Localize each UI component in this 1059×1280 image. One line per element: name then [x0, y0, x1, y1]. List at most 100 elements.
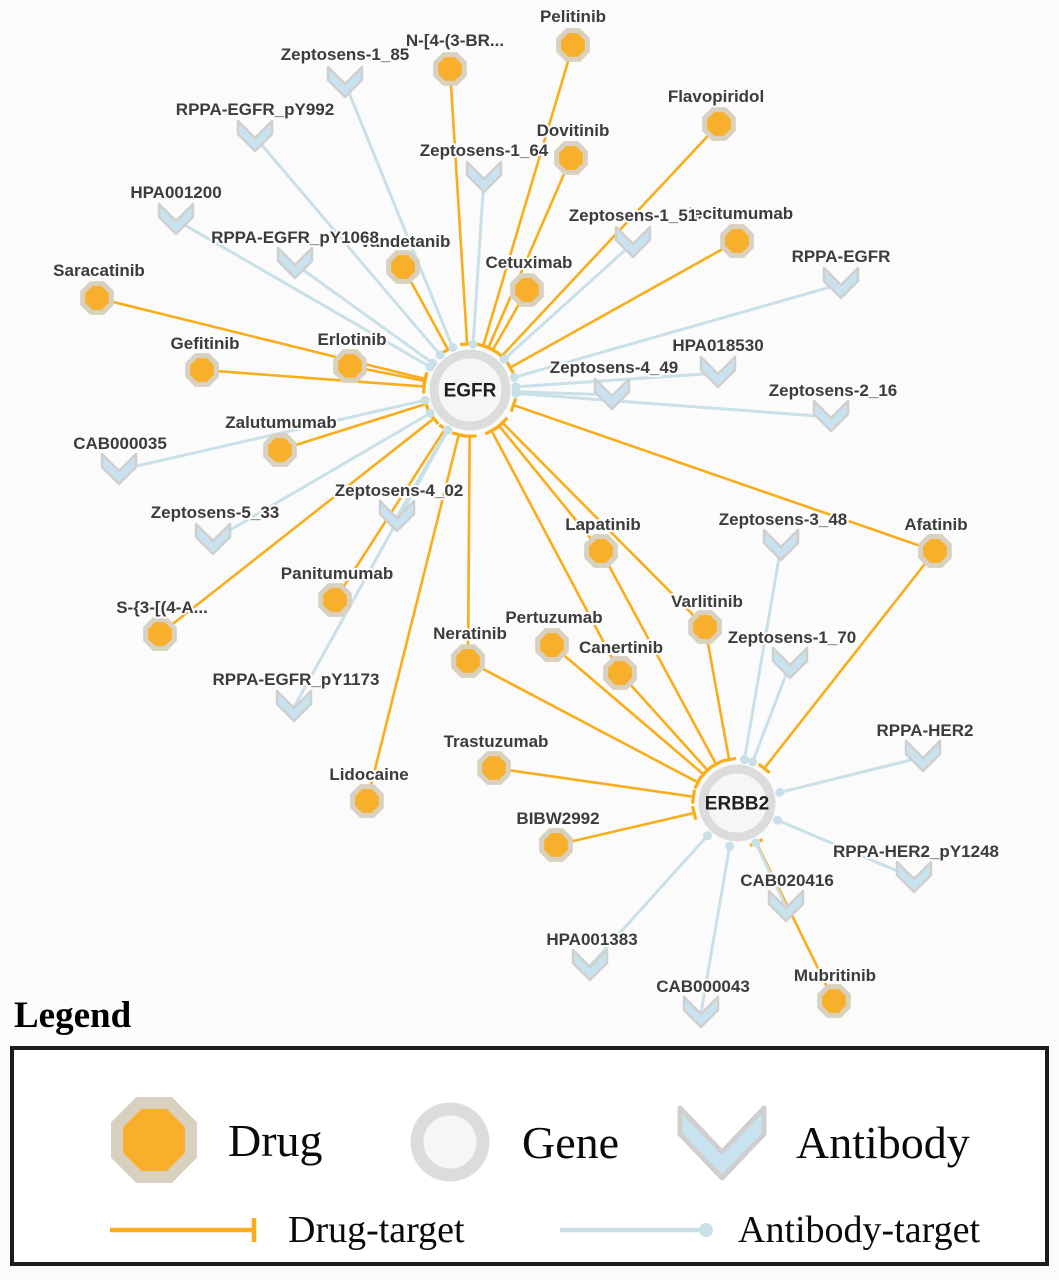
antibody-target-edge [175, 218, 431, 369]
antibody-chevron [378, 499, 416, 533]
drug-node-mubritinib [817, 984, 851, 1018]
antibody-target-dot [725, 841, 735, 851]
drug-node-trastuzumab [477, 751, 511, 785]
drug-octagon [702, 107, 736, 141]
node-label: Lapatinib [565, 515, 641, 534]
node-label: RPPA-HER2 [877, 721, 974, 740]
drug-octagon [584, 534, 618, 568]
drug-octagon [535, 628, 569, 662]
antibody-node-zeptosens-1-85 [326, 65, 364, 99]
drug-target-edge [201, 368, 425, 388]
drug-node-pertuzumab [535, 628, 569, 662]
antibody-chevron [571, 948, 609, 982]
drug-target-edge [159, 417, 435, 636]
antibody-node-rppa-her2 [904, 739, 942, 773]
drug-node-dovitinib [554, 141, 588, 175]
drug-node-varlitinib [688, 610, 722, 644]
drug-node-canertinib [603, 656, 637, 690]
antibody-target-dot [509, 372, 519, 382]
drug-octagon [318, 583, 352, 617]
node-label: Canertinib [579, 638, 663, 657]
drug-target-edge [509, 239, 738, 369]
node-label: Trastuzumab [444, 732, 549, 751]
gene-label: ERBB2 [705, 794, 769, 815]
node-label: Pelitinib [540, 7, 606, 26]
node-label: HPA001383 [546, 930, 637, 949]
antibody-chevron [614, 225, 652, 259]
legend-item-antibody: Antibody [674, 1100, 970, 1184]
antibody-chevron [762, 528, 800, 562]
antibody-chevron [157, 202, 195, 236]
antibody-chevron [194, 522, 232, 556]
drug-node-s3-4a [143, 617, 177, 651]
antibody-chevron [236, 119, 274, 153]
drug-octagon [556, 28, 590, 62]
gene-circle [698, 764, 776, 842]
drug-target-tee [721, 756, 737, 763]
drug-node-saracatinib [80, 281, 114, 315]
antibody-node-rppa-egfr [822, 266, 860, 300]
drug-node-neratinib [451, 644, 485, 678]
drug-node-afatinib [918, 534, 952, 568]
antibody-chevron [812, 399, 850, 433]
drug-octagon [386, 250, 420, 284]
legend-item-antibody-target: Antibody-target [554, 1208, 980, 1252]
antibody-target-edge [751, 663, 792, 763]
legend-item-gene: Gene [404, 1096, 619, 1188]
antibody-target-edge [503, 241, 635, 361]
gene-node-egfr: EGFR [429, 349, 511, 431]
drug-target-edge [703, 626, 731, 760]
antibody-target-dot [443, 425, 453, 435]
node-label: CAB000035 [73, 434, 167, 453]
drug-octagon [263, 433, 297, 467]
antibody-target-edge [742, 545, 783, 760]
antibody-target-dot [748, 757, 758, 767]
drug-octagon [80, 281, 114, 315]
antibody-node-rppa-egfr-py992 [236, 119, 274, 153]
drug-node-vandetanib [386, 250, 420, 284]
drug-target-edge [448, 68, 469, 345]
antibody-node-zeptosens-4-49 [593, 377, 631, 411]
gene-node-erbb2: ERBB2 [698, 764, 776, 842]
drug-octagon [554, 141, 588, 175]
antibody-node-rppa-egfr-py1173 [275, 689, 313, 723]
antibody-target-edge [588, 834, 709, 968]
antibody-node-zeptosens-1-51 [614, 225, 652, 259]
node-label: Necitumumab [681, 204, 793, 223]
drug-target-edge [493, 766, 694, 799]
drug-target-tee [757, 762, 771, 774]
drug-node-cetuximab [510, 273, 544, 307]
antibody-target-edge [776, 818, 915, 880]
node-label: N-[4-(3-BR... [406, 31, 504, 50]
antibody-node-hpa001200 [157, 202, 195, 236]
antibody-target-edge [294, 262, 434, 365]
antibody-node-cab000043 [682, 995, 720, 1029]
drug-octagon [510, 273, 544, 307]
drug-target-tee [496, 416, 509, 429]
labels-layer: PelitinibN-[4-(3-BR...FlavopiridolDoviti… [51, 5, 1001, 998]
drug-target-tee [509, 397, 518, 413]
antibody-node-rppa-her2-py1248 [895, 860, 933, 894]
node-label: Zeptosens-1_85 [281, 45, 410, 64]
drug-target-edge [490, 430, 622, 674]
drug-octagon [477, 751, 511, 785]
drug-target-edge [487, 157, 573, 349]
antibody-node-zeptosens-5-33 [194, 522, 232, 556]
node-label: Zeptosens-3_48 [719, 510, 848, 529]
node-label: RPPA-EGFR_pY1068 [211, 228, 379, 247]
antibody-target-edge [513, 282, 842, 379]
antibody-chevron [699, 355, 737, 389]
drug-octagon [350, 784, 384, 818]
antibody-node-cab000035 [100, 452, 138, 486]
node-label: HPA001200 [130, 183, 221, 202]
antibody-target-dot [511, 388, 521, 398]
antibody-target-dot [428, 358, 438, 368]
antibody-target-edge [212, 411, 432, 542]
antibody-node-cab020416 [767, 889, 805, 923]
node-label: S-{3-[(4-A... [116, 598, 208, 617]
legend-item-drug-target: Drug-target [104, 1208, 465, 1252]
legend-label-antibody: Antibody [796, 1116, 970, 1168]
node-label: BIBW2992 [516, 809, 599, 828]
drug-target-edge [96, 296, 426, 381]
drug-octagon [451, 644, 485, 678]
